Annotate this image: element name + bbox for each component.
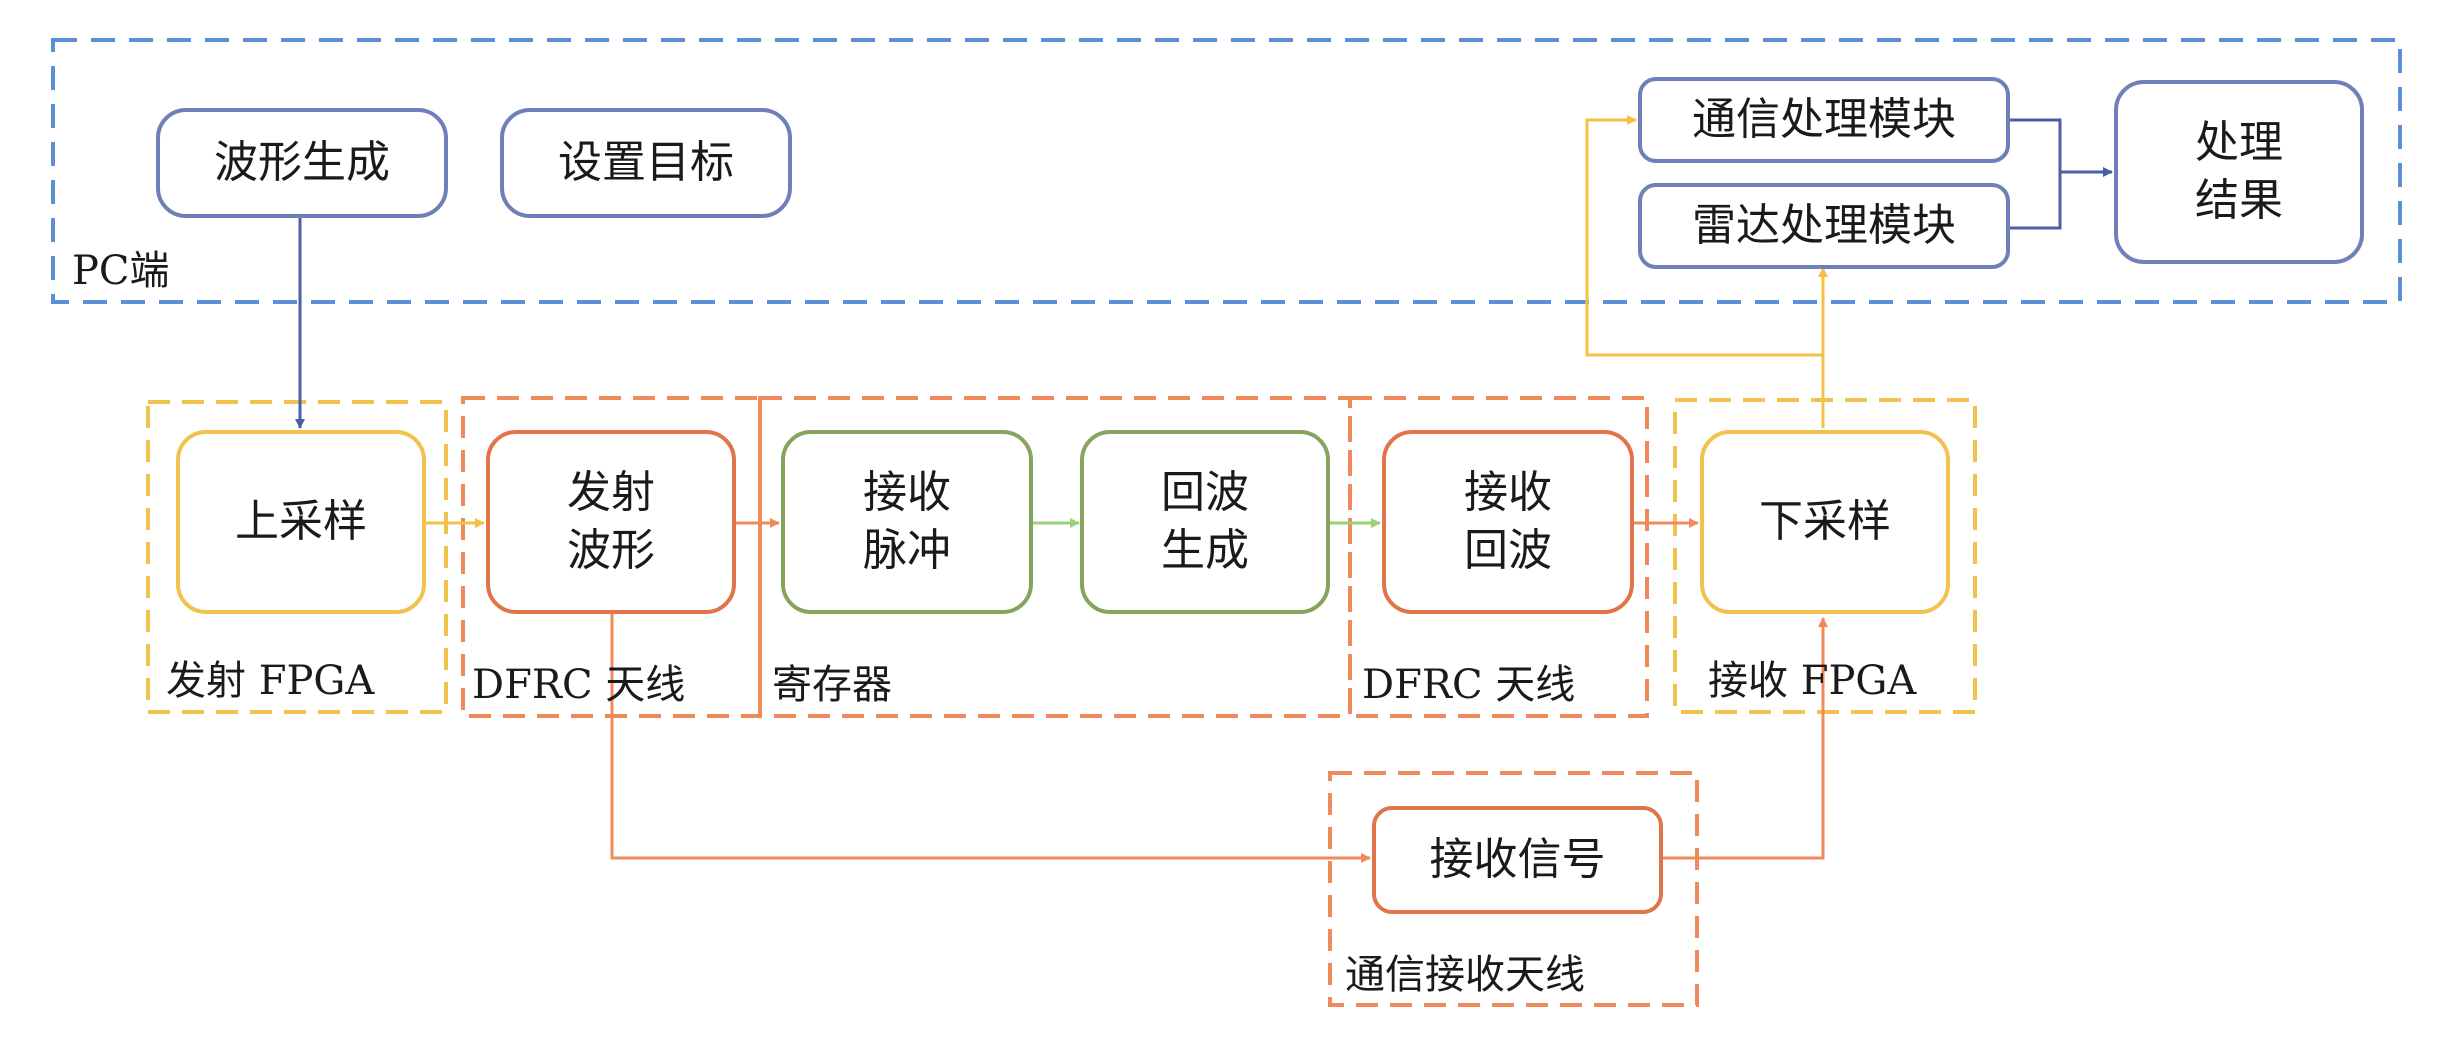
- arrow-txwave-to-rxsignal: [610, 614, 1371, 863]
- arrow-downsample-to-comm: [1585, 115, 1823, 357]
- node-waveform-gen: 波形生成: [156, 108, 448, 218]
- node-set-target-label: 设置目标: [558, 136, 734, 188]
- node-radar-proc: 雷达处理模块: [1638, 183, 2010, 269]
- node-result-label: 处理 结果: [2195, 116, 2283, 226]
- comm-rx-group-frame: [1328, 771, 1699, 1007]
- node-rx-pulse: 接收 脉冲: [781, 430, 1033, 614]
- tx-fpga-group-frame: [146, 400, 448, 714]
- node-set-target: 设置目标: [500, 108, 792, 218]
- node-rx-echo: 接收 回波: [1382, 430, 1634, 614]
- node-echo-gen-label: 回波 生成: [1161, 466, 1249, 576]
- node-downsample: 下采样: [1700, 430, 1950, 614]
- group-label-rx-fpga: 接收 FPGA: [1708, 658, 1917, 704]
- arrow-comm-to-result: [2010, 118, 2062, 172]
- group-label-dfrc-tx: DFRC 天线: [472, 662, 686, 708]
- node-rx-signal: 接收信号: [1372, 806, 1663, 914]
- node-downsample-label: 下采样: [1759, 495, 1891, 547]
- node-result: 处理 结果: [2114, 80, 2364, 264]
- group-label-tx-fpga: 发射 FPGA: [166, 658, 375, 704]
- node-upsample-label: 上采样: [235, 495, 367, 547]
- node-upsample: 上采样: [176, 430, 426, 614]
- node-echo-gen: 回波 生成: [1080, 430, 1330, 614]
- node-waveform-gen-label: 波形生成: [214, 136, 390, 188]
- group-label-register: 寄存器: [772, 662, 892, 708]
- node-tx-wave-label: 发射 波形: [567, 466, 655, 576]
- node-rx-signal-label: 接收信号: [1429, 833, 1606, 885]
- node-comm-proc: 通信处理模块: [1638, 77, 2010, 163]
- group-label-comm-rx: 通信接收天线: [1345, 952, 1585, 998]
- node-rx-pulse-label: 接收 脉冲: [863, 466, 951, 576]
- group-label-pc: PC端: [72, 248, 170, 294]
- node-tx-wave: 发射 波形: [486, 430, 736, 614]
- pc-group-frame: [51, 38, 2402, 304]
- arrow-radar-to-result: [2010, 172, 2062, 230]
- node-rx-echo-label: 接收 回波: [1464, 466, 1552, 576]
- rx-fpga-group-frame: [1673, 398, 1977, 714]
- group-label-dfrc-rx: DFRC 天线: [1362, 662, 1576, 708]
- node-comm-proc-label: 通信处理模块: [1692, 93, 1956, 145]
- arrow-rxsignal-to-downsample: [1663, 617, 1828, 860]
- dfrc-rx-group-frame: [1348, 396, 1649, 718]
- node-radar-proc-label: 雷达处理模块: [1692, 199, 1956, 251]
